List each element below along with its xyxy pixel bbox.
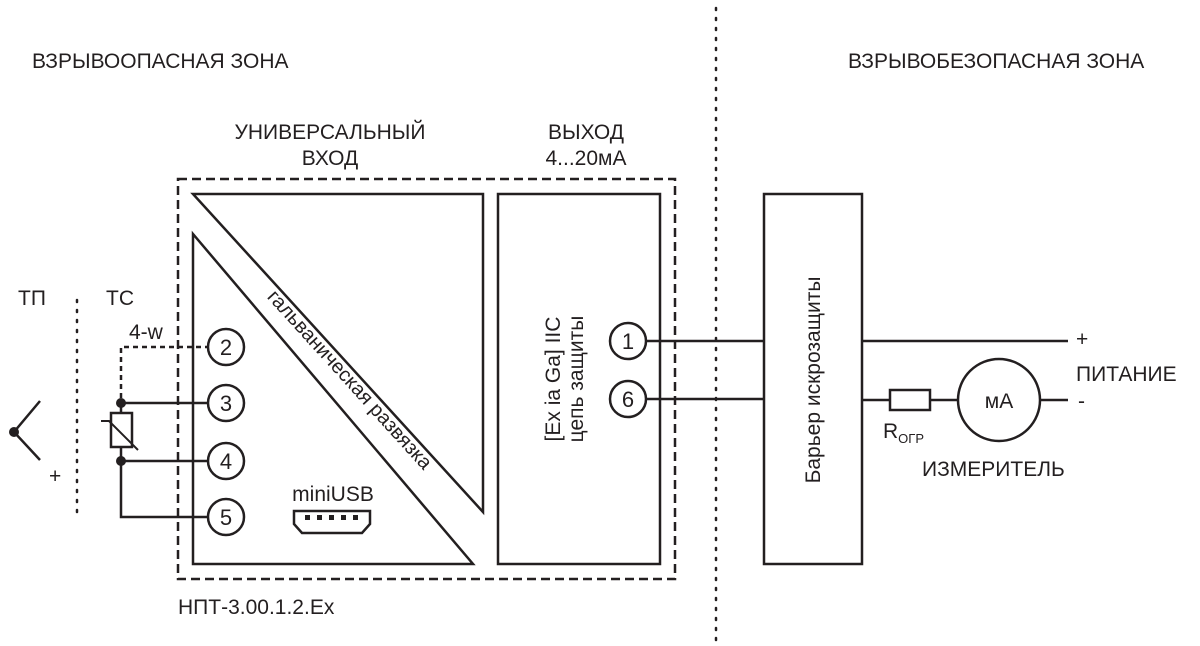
rtd-label: ТС [106,287,134,310]
rtd-node-top [116,398,126,408]
galvanic-isolation-label: гальваническая развязка [263,286,437,475]
isolation-lower-triangle [191,230,476,566]
output-label-line1: ВЫХОД [548,121,624,144]
terminal-4-label: 4 [220,449,232,474]
terminal-1-label: 1 [622,329,634,354]
terminal-6: 6 [608,379,648,419]
protection-label-line1: [Ex ia Ga] IIC [542,317,565,442]
supply-plus-label: + [1076,328,1088,351]
rtd-lead-terminal-5 [119,461,208,519]
meter-label: ИЗМЕРИТЕЛЬ [922,458,1065,481]
hazardous-zone-label: ВЗРЫВООПАСНАЯ ЗОНА [32,50,289,73]
safe-zone-label: ВЗРЫВОБЕЗОПАСНАЯ ЗОНА [848,50,1144,73]
rtd-resistor-icon [101,411,139,451]
limiting-resistor-label-main: R [883,420,898,443]
isolation-upper-triangle [190,192,485,516]
terminal-6-label: 6 [622,387,634,412]
module-enclosure [176,177,677,581]
limiting-resistor-label: RОГР [883,420,924,446]
thermocouple-plus-label: + [49,465,61,488]
protection-circuit-block [496,192,662,566]
mini-usb-label: miniUSB [292,483,374,506]
universal-input-label-line1: УНИВЕРСАЛЬНЫЙ [235,120,426,144]
rtd-node-bottom [116,456,126,466]
supply-minus-label: - [1078,390,1085,413]
terminal-3: 3 [206,383,246,423]
terminal-5: 5 [206,497,246,537]
limiting-resistor [888,388,932,412]
four-wire-dashed-lead [119,345,208,398]
supply-label: ПИТАНИЕ [1076,363,1177,386]
output-label-line2: 4...20мА [546,147,627,170]
thermocouple-icon [9,400,41,461]
terminal-2: 2 [206,327,246,367]
terminal-4: 4 [206,441,246,481]
terminal-5-label: 5 [220,505,232,530]
intrinsic-safety-barrier [762,192,864,566]
terminal-2-label: 2 [220,335,232,360]
barrier-label: Барьер искрозащиты [802,277,825,484]
module-model-label: НПТ-3.00.1.2.Ex [178,596,335,619]
limiting-resistor-label-sub: ОГР [898,431,924,446]
terminal-1: 1 [608,321,648,361]
four-wire-label: 4-w [129,321,164,344]
milliammeter-label: мА [985,390,1013,413]
terminal-3-label: 3 [220,391,232,416]
thermocouple-label: ТП [18,287,46,310]
mini-usb-connector-icon [292,509,372,535]
universal-input-label-line2: ВХОД [302,147,359,170]
protection-label-line2: цепь защиты [565,316,588,443]
